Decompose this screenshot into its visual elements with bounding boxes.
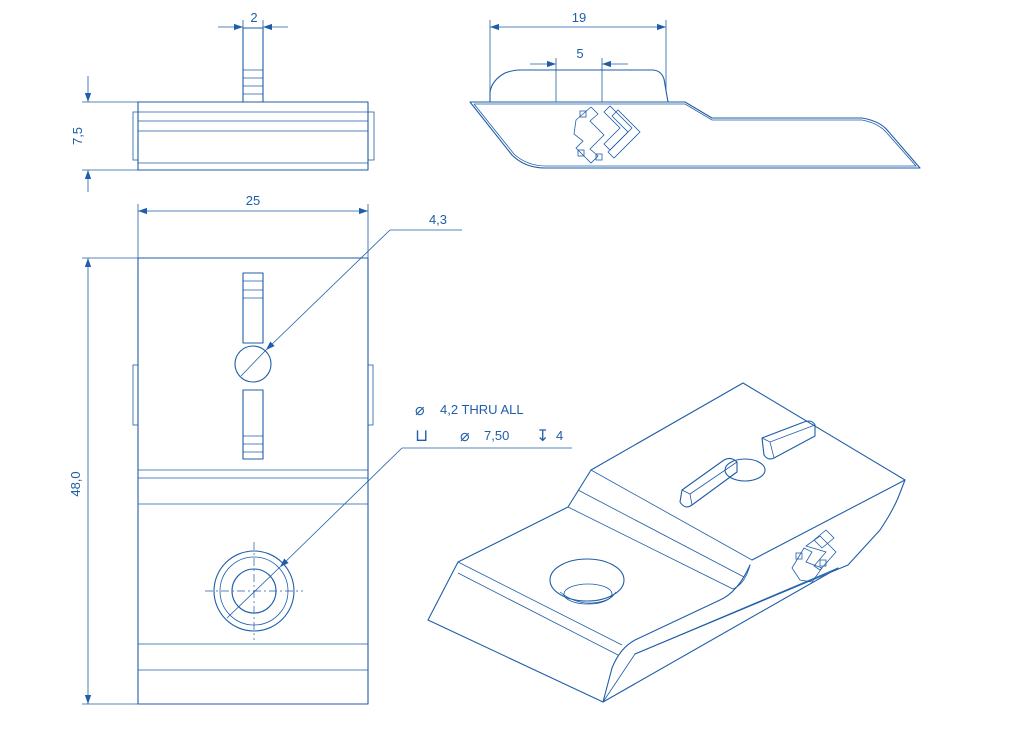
dimension-pin-width: 2 [218,10,288,31]
pin-width-label: 2 [250,10,257,25]
cbore-diameter-symbol: ⌀ [460,428,470,445]
dimension-side-overall: 19 [489,10,667,92]
front-height-label: 48,0 [68,471,83,496]
double-chevron-logo-icon [573,105,641,164]
counterbore-symbol: ⊔ [415,426,428,445]
thru-diameter-symbol: ⌀ [415,402,425,419]
counterbore-callout: ⌀ 4,2 THRU ALL ⊔ ⌀ 7,50 ↧ 4 [415,402,563,445]
cbore-diameter-label: 7,50 [484,428,509,443]
dimension-side-inner: 5 [530,46,628,70]
dimension-front-width: 25 [137,193,369,258]
depth-symbol: ↧ [536,428,549,445]
front-view-body [132,257,374,705]
top-view: 2 7,5 [70,10,375,192]
slot-hole-label: 4,3 [429,212,447,227]
thru-label: 4,2 THRU ALL [440,402,524,417]
isometric-view [427,382,906,703]
top-height-label: 7,5 [70,127,85,145]
iso-double-chevron-logo-icon [791,529,837,583]
dimension-front-height: 48,0 [68,257,138,705]
side-overall-label: 19 [572,10,586,25]
side-view-body [469,69,921,169]
depth-label: 4 [556,428,563,443]
front-width-label: 25 [246,193,260,208]
front-view: 25 48,0 4,3 ⌀ 4,2 THRU ALL ⊔ ⌀ [68,193,572,705]
top-view-body [132,27,375,171]
leader-slot-hole: 4,3 [240,212,462,377]
side-view: 19 5 [469,10,921,169]
leader-counterbore [226,447,572,619]
side-inner-label: 5 [576,46,583,61]
dimension-top-height: 7,5 [70,76,138,192]
